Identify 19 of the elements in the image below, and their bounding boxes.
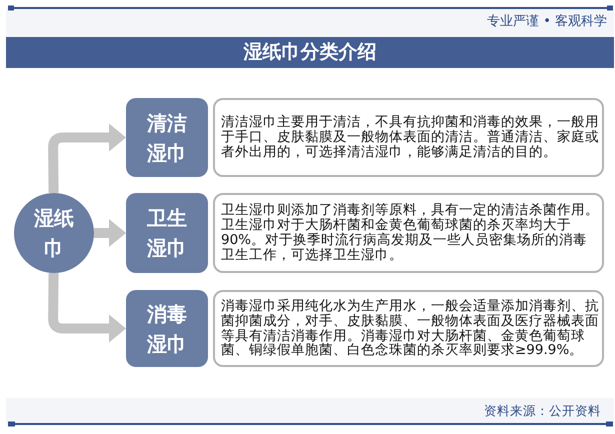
arrow bbox=[48, 124, 126, 194]
title: 湿纸巾分类介绍 bbox=[244, 41, 376, 64]
category-box bbox=[126, 98, 208, 177]
description-text: 卫生湿巾则添加了消毒剂等原料，具有一定的清洁杀菌作用。卫生湿巾对于大肠杆菌和金黄色葡萄球菌的杀灭率均大于90%。对于换季时流行病高发期及一些人员密集场所的消毒卫生工作，可选择卫生湿巾。 bbox=[221, 203, 599, 263]
category-label: 卫生湿巾 bbox=[146, 205, 188, 262]
source-note: 资料来源：公开资料 bbox=[484, 403, 601, 418]
hub-label: 湿纸巾 bbox=[33, 205, 75, 262]
description-box bbox=[213, 290, 604, 367]
arrow bbox=[48, 272, 126, 342]
slogan: 专业严谨 • 客观科学 bbox=[487, 14, 607, 30]
category-box bbox=[126, 290, 208, 367]
description-box bbox=[213, 193, 604, 273]
category-label: 消毒湿巾 bbox=[146, 300, 188, 358]
description-text: 消毒湿巾采用纯化水为生产用水，一般会适量添加消毒剂、抗菌抑菌成分，对手、皮肤黏膜、一般物体表面及医疗器械表面等具有清洁消毒作用。消毒湿巾对大肠杆菌、金黄色葡萄球菌、铜绿假单胞菌、白色念珠菌的杀灭率则要求≥99.9%。 bbox=[221, 298, 599, 358]
category-box bbox=[126, 193, 208, 273]
category-label: 清洁湿巾 bbox=[146, 110, 188, 166]
description-text: 清洁湿巾主要用于清洁，不具有抗抑菌和消毒的效果，一般用于手口、皮肤黏膜及一般物体表面的清洁。普通清洁、家庭或者外出用的，可选择清洁湿巾，能够满足清洁的目的。 bbox=[221, 115, 599, 160]
arrow bbox=[94, 219, 126, 247]
description-box bbox=[213, 98, 604, 177]
